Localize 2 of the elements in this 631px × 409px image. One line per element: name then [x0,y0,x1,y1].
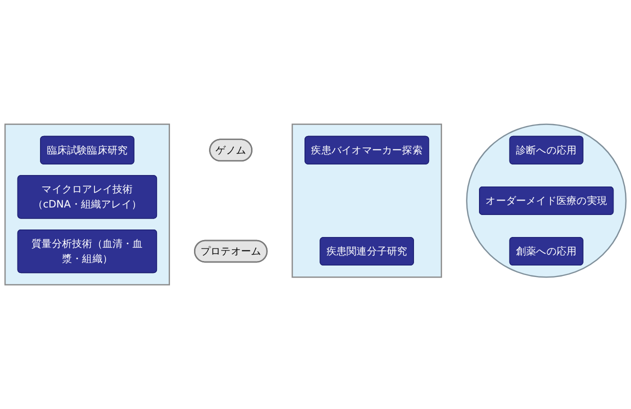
cluster [4,124,170,286]
cluster [292,124,442,278]
